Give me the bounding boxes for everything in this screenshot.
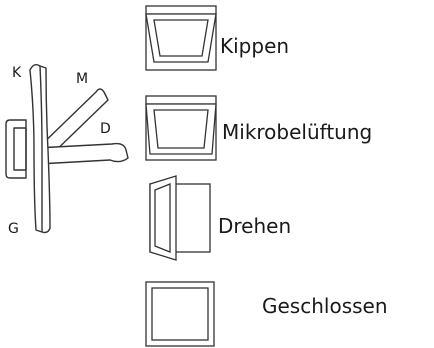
window-label-kippen: Kippen xyxy=(220,34,290,58)
handle-label-d: D xyxy=(100,121,111,137)
handle-base-plate-inner xyxy=(13,127,27,171)
window-label-mikro: Mikrobelüftung xyxy=(222,120,373,144)
window-label-drehen: Drehen xyxy=(218,214,292,238)
handle-label-k: K xyxy=(12,65,22,81)
handle-arm-micro xyxy=(33,88,109,161)
handle-label-m: M xyxy=(76,71,89,87)
window-kippen-icon xyxy=(145,5,217,71)
handle-arm-turn xyxy=(35,142,129,165)
window-drehen-icon xyxy=(149,175,211,261)
handle-label-g: G xyxy=(8,221,19,237)
window-mikro-icon xyxy=(145,95,217,161)
handle-shaft xyxy=(29,63,51,234)
handle-base-plate xyxy=(5,119,27,179)
window-geschlossen-icon xyxy=(145,281,215,347)
handle-shaft-edge xyxy=(39,65,43,232)
window-label-geschlossen: Geschlossen xyxy=(262,294,388,318)
